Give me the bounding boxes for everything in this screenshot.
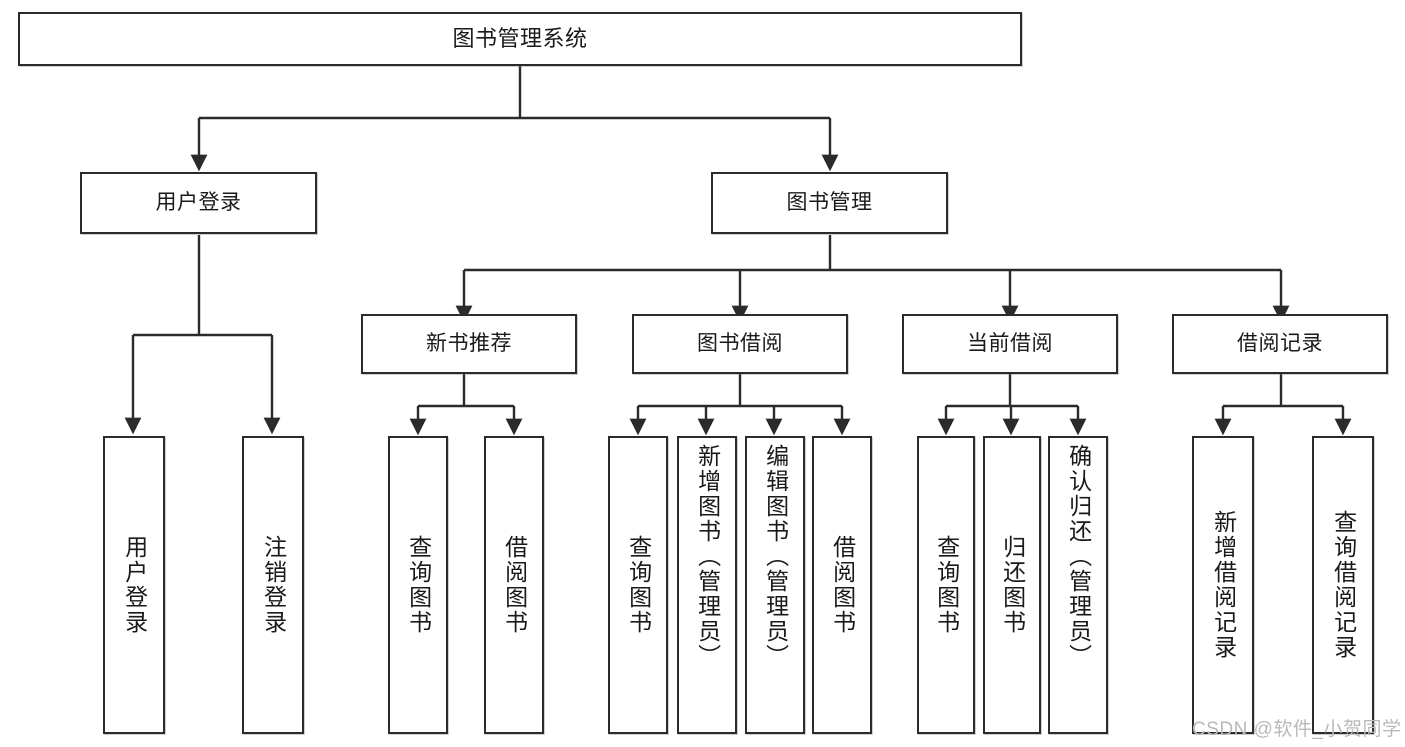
leaf-new-book-borrow-book[interactable]: 借阅图书	[484, 436, 544, 734]
leaf-user-login-logout[interactable]: 注销登录	[242, 436, 304, 734]
leaf-current-borrow-query-book[interactable]: 查询图书	[917, 436, 975, 734]
csdn-watermark: CSDN @软件_小贺同学	[1192, 719, 1402, 740]
leaf-book-borrow-borrow-book[interactable]: 借阅图书	[812, 436, 872, 734]
node-borrow-record[interactable]: 借阅记录	[1172, 314, 1388, 374]
node-label: 图书借阅	[697, 332, 783, 356]
node-label: 借阅记录	[1237, 332, 1323, 356]
node-current-borrow[interactable]: 当前借阅	[902, 314, 1118, 374]
leaf-current-borrow-return-book[interactable]: 归还图书	[983, 436, 1041, 734]
leaf-new-book-query-book[interactable]: 查询图书	[388, 436, 448, 734]
node-label: 查询图书	[405, 535, 432, 635]
leaf-borrow-record-add-record[interactable]: 新增借阅记录	[1192, 436, 1254, 734]
node-label: 注销登录	[260, 535, 287, 635]
node-label: 新增图书（管理员）	[694, 444, 721, 669]
node-label: 新书推荐	[426, 332, 512, 356]
node-label: 新增借阅记录	[1210, 510, 1237, 660]
node-label: 图书管理系统	[452, 25, 588, 51]
leaf-user-login-login[interactable]: 用户登录	[103, 436, 165, 734]
node-new-book-recommend[interactable]: 新书推荐	[361, 314, 577, 374]
node-label: 查询图书	[625, 535, 652, 635]
node-label: 用户登录	[155, 191, 242, 215]
node-label: 编辑图书（管理员）	[762, 444, 789, 669]
node-book-management[interactable]: 图书管理	[711, 172, 948, 234]
node-root-book-management-system[interactable]: 图书管理系统	[18, 12, 1022, 66]
node-user-login[interactable]: 用户登录	[80, 172, 317, 234]
leaf-borrow-record-query-record[interactable]: 查询借阅记录	[1312, 436, 1374, 734]
leaf-book-borrow-add-book-admin[interactable]: 新增图书（管理员）	[677, 436, 737, 734]
node-book-borrow[interactable]: 图书借阅	[632, 314, 848, 374]
node-label: 查询图书	[933, 535, 960, 635]
leaf-book-borrow-query-book[interactable]: 查询图书	[608, 436, 668, 734]
node-label: 归还图书	[999, 535, 1026, 635]
node-label: 用户登录	[121, 535, 148, 635]
node-label: 借阅图书	[829, 535, 856, 635]
node-label: 查询借阅记录	[1330, 510, 1357, 660]
leaf-current-borrow-confirm-return-admin[interactable]: 确认归还（管理员）	[1048, 436, 1108, 734]
node-label: 借阅图书	[501, 535, 528, 635]
node-label: 当前借阅	[967, 332, 1053, 356]
leaf-book-borrow-edit-book-admin[interactable]: 编辑图书（管理员）	[745, 436, 805, 734]
node-label: 图书管理	[786, 191, 873, 215]
node-label: 确认归还（管理员）	[1065, 444, 1092, 669]
